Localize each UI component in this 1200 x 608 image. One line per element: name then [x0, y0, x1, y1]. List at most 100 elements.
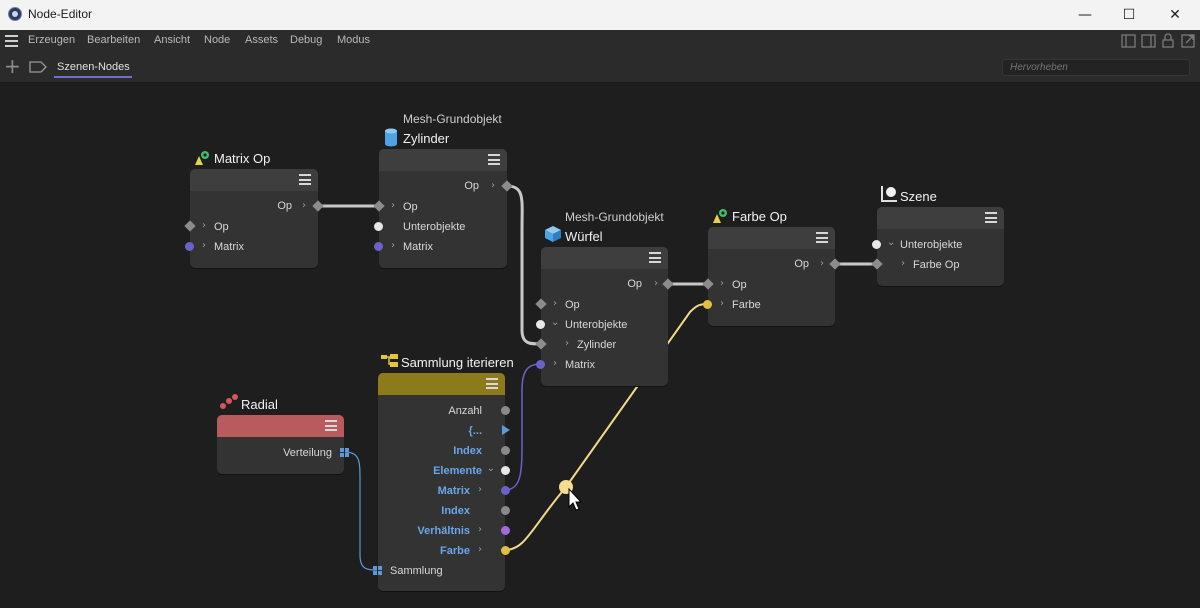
farbe-op-out-op: Op	[794, 258, 809, 270]
hamburger-icon[interactable]	[5, 35, 18, 47]
wire-radial-to-sammlung[interactable]	[344, 451, 378, 571]
menu-bar: Erzeugen Bearbeiten Ansicht Node Assets …	[0, 30, 1200, 52]
chevron-right-icon: ›	[720, 298, 724, 309]
node-farbe-op[interactable]: Op › › Op › Farbe	[708, 227, 835, 326]
chevron-right-icon: ›	[302, 200, 306, 211]
panel-right-icon[interactable]	[1141, 34, 1156, 48]
sammlung-index-pin[interactable]	[501, 446, 510, 455]
wuerfel-in-zylinder: Zylinder	[577, 339, 617, 351]
szene-unterobjekte-pin[interactable]	[872, 240, 881, 249]
node-menu-icon[interactable]	[488, 154, 500, 165]
highlight-search-input[interactable]	[1002, 59, 1190, 76]
chevron-right-icon: ›	[202, 220, 206, 231]
wire-matrix-to-wuerfel[interactable]	[504, 363, 542, 491]
menu-erzeugen[interactable]: Erzeugen	[28, 34, 76, 46]
sammlung-index2-pin[interactable]	[501, 506, 510, 515]
matrix-op-matrix-pin[interactable]	[185, 242, 194, 251]
node-radial[interactable]: Verteilung	[217, 415, 344, 474]
add-tab-icon[interactable]: +	[4, 54, 21, 78]
node-wuerfel[interactable]: Op › › Op ⌄ Unterobjekte › Zylinder › Ma…	[541, 247, 668, 386]
node-menu-icon[interactable]	[299, 174, 311, 185]
minimize-button[interactable]: —	[1078, 7, 1092, 23]
chevron-down-icon: ⌄	[887, 237, 896, 248]
sammlung-block-pin[interactable]	[502, 425, 510, 435]
node-sammlung-iterieren[interactable]: Anzahl {... Index Elemente ⌄ Matrix › In…	[378, 373, 505, 591]
sammlung-elemente-pin[interactable]	[501, 466, 510, 475]
matrix-op-in-matrix: Matrix	[214, 241, 244, 253]
chevron-right-icon: ›	[565, 338, 569, 349]
node-menu-icon[interactable]	[649, 252, 661, 263]
tag-icon[interactable]	[29, 61, 47, 73]
matrix-op-out-op: Op	[277, 200, 292, 212]
wuerfel-matrix-pin[interactable]	[536, 360, 545, 369]
sammlung-out-anzahl: Anzahl	[448, 405, 482, 417]
maximize-button[interactable]: ☐	[1122, 7, 1136, 23]
chevron-right-icon: ›	[478, 484, 482, 495]
lock-icon[interactable]	[1162, 33, 1174, 48]
scene-icon	[881, 186, 897, 202]
farbe-op-icon	[713, 209, 727, 223]
sammlung-out-matrix: Matrix	[437, 485, 470, 497]
szene-in-farbe-op: Farbe Op	[913, 259, 960, 271]
menu-assets[interactable]: Assets	[245, 34, 279, 46]
menu-node[interactable]: Node	[204, 34, 231, 46]
sammlung-out-elemente: Elemente	[433, 465, 482, 477]
sammlung-in-sammlung: Sammlung	[390, 565, 443, 577]
sammlung-in-pin[interactable]	[373, 566, 382, 575]
zylinder-matrix-pin[interactable]	[374, 242, 383, 251]
node-menu-icon[interactable]	[486, 378, 498, 389]
sammlung-verhaeltnis-pin[interactable]	[501, 526, 510, 535]
window-titlebar: Node-Editor — ☐ ✕	[0, 0, 1200, 30]
menu-bearbeiten[interactable]: Bearbeiten	[87, 34, 141, 46]
zylinder-unterobjekte-pin[interactable]	[374, 222, 383, 231]
expand-icon[interactable]	[1181, 34, 1195, 48]
sammlung-out-verhaeltnis: Verhältnis	[417, 525, 470, 537]
chevron-right-icon: ›	[553, 358, 557, 369]
wuerfel-unterobjekte-pin[interactable]	[536, 320, 545, 329]
farbe-op-in-op: Op	[732, 279, 747, 291]
wire-zylinder-to-wuerfel[interactable]	[506, 184, 542, 346]
chevron-down-icon: ⌄	[551, 317, 560, 328]
tab-szenen-nodes[interactable]: Szenen-Nodes	[57, 61, 130, 73]
menu-modus[interactable]: Modus	[337, 34, 371, 46]
wuerfel-in-unterobjekte: Unterobjekte	[565, 319, 628, 331]
matrix-op-icon	[195, 151, 209, 165]
sammlung-out-index: Index	[453, 445, 482, 457]
sammlung-anzahl-pin[interactable]	[501, 406, 510, 415]
menu-debug[interactable]: Debug	[290, 34, 323, 46]
node-menu-icon[interactable]	[816, 232, 828, 243]
matrix-op-title: Matrix Op	[214, 151, 271, 166]
zylinder-in-unterobjekte: Unterobjekte	[403, 221, 466, 233]
close-button[interactable]: ✕	[1169, 7, 1181, 23]
node-menu-icon[interactable]	[325, 420, 337, 431]
wuerfel-in-op: Op	[565, 299, 580, 311]
chevron-right-icon: ›	[553, 298, 557, 309]
panel-toolbar-icons	[1121, 33, 1195, 48]
farbe-op-farbe-pin[interactable]	[703, 300, 712, 309]
chevron-down-icon: ⌄	[486, 463, 495, 474]
node-zylinder[interactable]: Op › › Op Unterobjekte › Matrix	[379, 149, 507, 268]
wuerfel-title: Würfel	[565, 229, 603, 244]
radial-icon	[220, 394, 238, 409]
sammlung-farbe-pin[interactable]	[501, 546, 510, 555]
sammlung-matrix-pin[interactable]	[501, 486, 510, 495]
radial-out-verteilung: Verteilung	[283, 447, 332, 459]
chevron-right-icon: ›	[478, 524, 482, 535]
panel-left-icon[interactable]	[1121, 34, 1136, 48]
chevron-right-icon: ›	[720, 278, 724, 289]
zylinder-title: Zylinder	[403, 131, 450, 146]
tab-bar: + Szenen-Nodes	[0, 52, 1200, 83]
radial-verteilung-pin[interactable]	[340, 448, 349, 457]
wuerfel-out-op: Op	[627, 278, 642, 290]
node-szene[interactable]: ⌄ Unterobjekte › Farbe Op	[877, 207, 1004, 286]
mouse-cursor-icon	[568, 487, 583, 511]
matrix-op-in-op: Op	[214, 221, 229, 233]
menu-ansicht[interactable]: Ansicht	[154, 34, 191, 46]
node-matrix-op[interactable]: Op › › Op › Matrix	[190, 169, 318, 268]
node-menu-icon[interactable]	[985, 212, 997, 223]
cinema4d-app-icon	[8, 7, 22, 21]
farbe-op-title: Farbe Op	[732, 209, 787, 224]
chevron-right-icon: ›	[901, 258, 905, 269]
cylinder-icon	[385, 128, 397, 147]
